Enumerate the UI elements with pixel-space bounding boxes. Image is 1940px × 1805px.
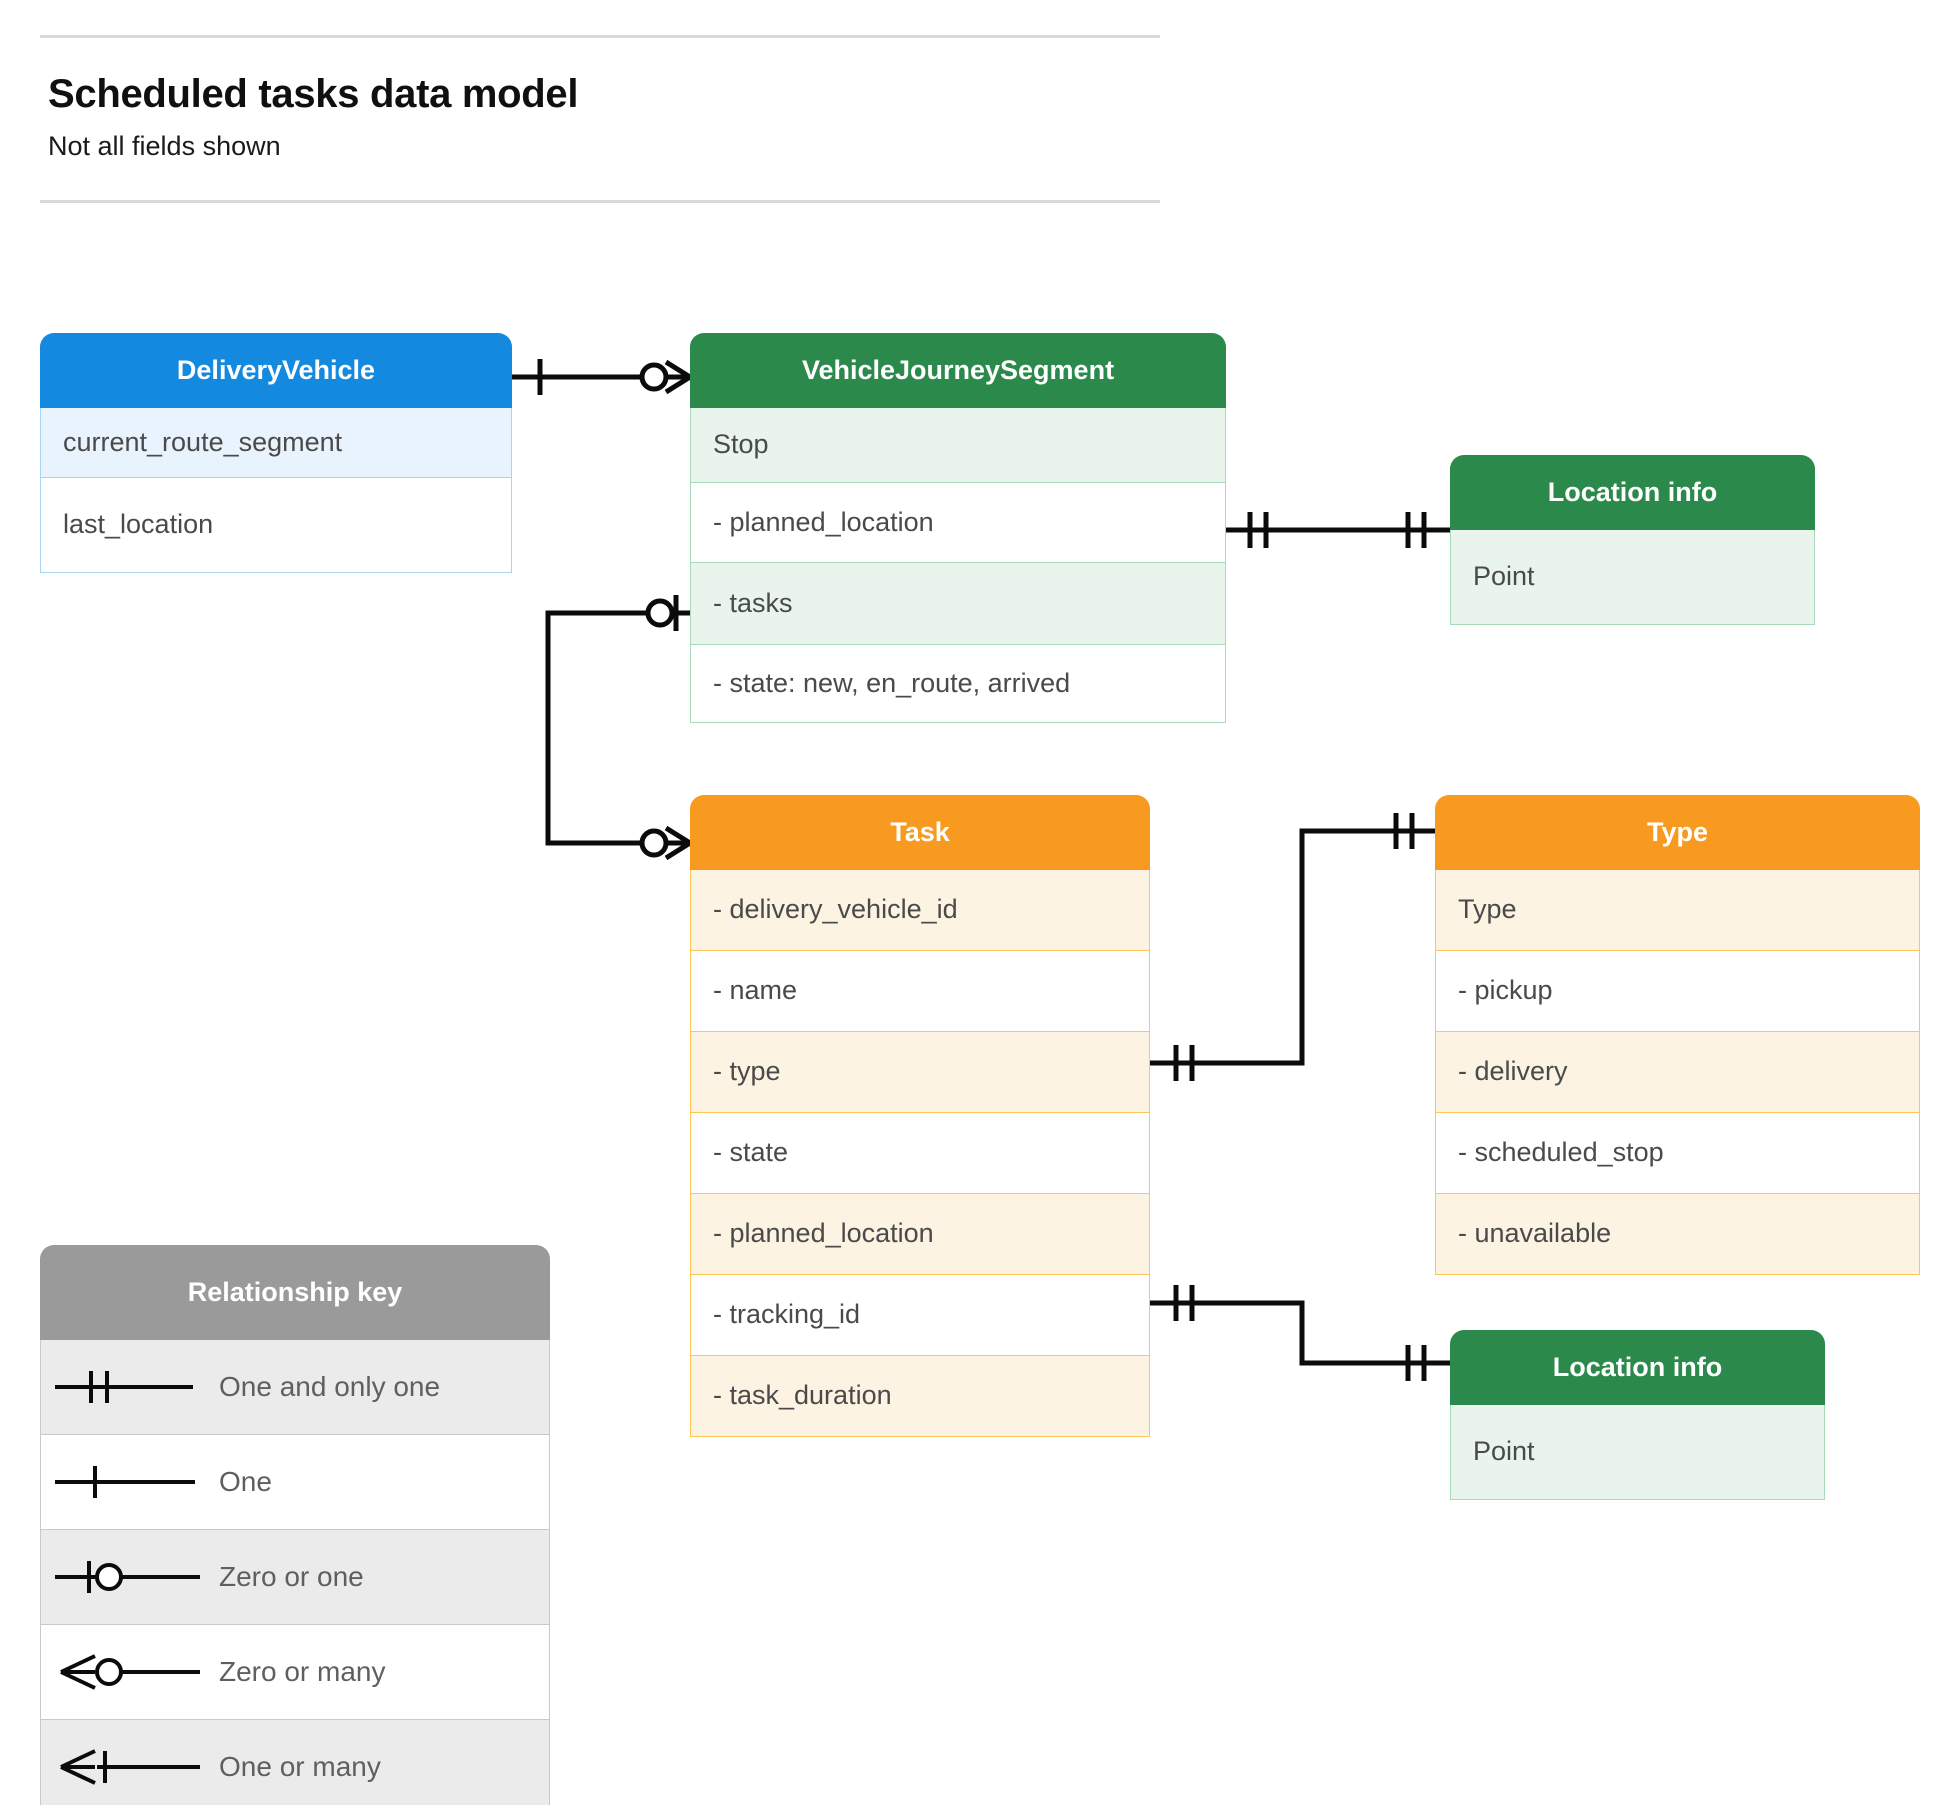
field-row: - state: [690, 1113, 1150, 1194]
field-row: Point: [1450, 1405, 1825, 1500]
header-divider-bottom: [40, 200, 1160, 203]
header-divider-top: [40, 35, 1160, 38]
legend-label: One: [219, 1466, 272, 1497]
one-or-many-icon: [55, 1720, 205, 1805]
one-and-only-one-icon: [55, 1340, 205, 1434]
entity-delivery-vehicle[interactable]: DeliveryVehicle current_route_segment la…: [40, 333, 512, 573]
field-row: - delivery: [1435, 1032, 1920, 1113]
legend-item-zero-or-many: Zero or many: [40, 1625, 550, 1720]
field-row: - tracking_id: [690, 1275, 1150, 1356]
field-row: last_location: [40, 478, 512, 573]
legend-label: Zero or one: [219, 1561, 364, 1592]
one-icon: [55, 1435, 205, 1529]
connector-task-type: [1150, 813, 1435, 1081]
legend-item-one-and-only-one: One and only one: [40, 1340, 550, 1435]
field-row: - delivery_vehicle_id: [690, 870, 1150, 951]
page-subtitle: Not all fields shown: [48, 131, 281, 161]
entity-title-location-info-bottom: Location info: [1450, 1330, 1825, 1405]
entity-task[interactable]: Task - delivery_vehicle_id - name - type…: [690, 795, 1150, 1437]
page-title: Scheduled tasks data model: [48, 72, 579, 116]
field-row: - name: [690, 951, 1150, 1032]
entity-type[interactable]: Type Type - pickup - delivery - schedule…: [1435, 795, 1920, 1275]
legend-item-one: One: [40, 1435, 550, 1530]
field-row: Type: [1435, 870, 1920, 951]
entity-location-info-top[interactable]: Location info Point: [1450, 455, 1815, 625]
relationship-key-title: Relationship key: [40, 1245, 550, 1340]
connector-vjs-locationinfo-top: [1226, 512, 1450, 548]
legend-item-one-or-many: One or many: [40, 1720, 550, 1805]
entity-title-location-info-top: Location info: [1450, 455, 1815, 530]
legend-label: One and only one: [219, 1371, 441, 1402]
entity-title-vehicle-journey-segment: VehicleJourneySegment: [690, 333, 1226, 408]
entity-location-info-bottom[interactable]: Location info Point: [1450, 1330, 1825, 1500]
field-row: - task_duration: [690, 1356, 1150, 1437]
entity-title-delivery-vehicle: DeliveryVehicle: [40, 333, 512, 408]
field-row: - planned_location: [690, 1194, 1150, 1275]
legend-label: One or many: [219, 1751, 381, 1782]
legend-item-zero-or-one: Zero or one: [40, 1530, 550, 1625]
field-row: current_route_segment: [40, 408, 512, 478]
entity-vehicle-journey-segment[interactable]: VehicleJourneySegment Stop - planned_loc…: [690, 333, 1226, 723]
field-row: Point: [1450, 530, 1815, 625]
field-row: - type: [690, 1032, 1150, 1113]
field-row: Stop: [690, 408, 1226, 483]
legend-label: Zero or many: [219, 1656, 386, 1687]
relationship-key-legend[interactable]: Relationship key One and only one One: [40, 1245, 550, 1805]
field-row: - tasks: [690, 563, 1226, 645]
zero-or-many-icon: [55, 1625, 205, 1719]
field-row: - state: new, en_route, arrived: [690, 645, 1226, 723]
connector-task-locationinfo-bottom: [1150, 1285, 1450, 1381]
field-row: - scheduled_stop: [1435, 1113, 1920, 1194]
connector-vjs-task: [545, 595, 692, 861]
field-row: - unavailable: [1435, 1194, 1920, 1275]
connector-deliveryvehicle-vehiclejourneysegment: [512, 359, 692, 395]
entity-title-type: Type: [1435, 795, 1920, 870]
field-row: - planned_location: [690, 483, 1226, 563]
zero-or-one-icon: [55, 1530, 205, 1624]
entity-title-task: Task: [690, 795, 1150, 870]
field-row: - pickup: [1435, 951, 1920, 1032]
